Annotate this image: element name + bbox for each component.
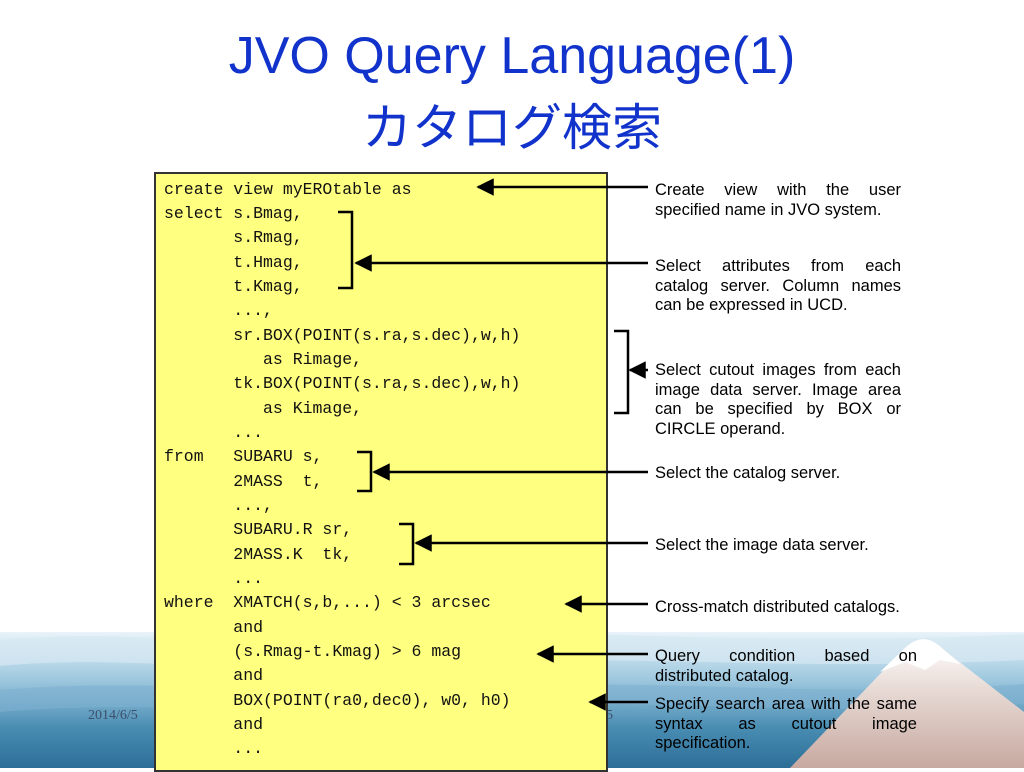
footer-date: 2014/6/5 — [88, 708, 138, 723]
code-line: ... — [164, 423, 264, 442]
code-line: ..., — [164, 301, 273, 320]
code-line: 2MASS t, — [164, 472, 323, 491]
bracket-catalog-server — [357, 450, 373, 493]
note-query-condition: Query condition based on distributed cat… — [655, 647, 917, 685]
code-line: from SUBARU s, — [164, 447, 323, 466]
code-line: (s.Rmag-t.Kmag) > 6 mag — [164, 642, 462, 661]
code-line: and — [164, 666, 264, 685]
note-image-server: Select the image data server. — [655, 536, 869, 554]
code-line: sr.BOX(POINT(s.ra,s.dec),w,h) — [164, 326, 521, 345]
footer-page-number: 5 — [606, 708, 613, 723]
code-line: and — [164, 618, 264, 637]
note-catalog-server: Select the catalog server. — [655, 464, 841, 482]
slide-subtitle: カタログ検索 — [362, 99, 662, 157]
note-cross-match: Cross-match distributed catalogs. — [655, 598, 900, 616]
code-line: as Kimage, — [164, 399, 363, 418]
note-search-area: Specify search area with the same syntax… — [655, 695, 917, 752]
code-line: ... — [164, 739, 264, 758]
mountain-shape — [790, 639, 1024, 768]
bracket-cutout — [614, 329, 630, 415]
note-create-view: Create view with the user specified name… — [655, 181, 901, 219]
code-line: as Rimage, — [164, 350, 363, 369]
code-line: t.Kmag, — [164, 277, 303, 296]
code-line: ... — [164, 569, 264, 588]
code-line: tk.BOX(POINT(s.ra,s.dec),w,h) — [164, 374, 521, 393]
note-select-cutout: Select cutout images from each image dat… — [655, 361, 901, 438]
code-line: 2MASS.K tk, — [164, 545, 353, 564]
code-line: where XMATCH(s,b,...) < 3 arcsec — [164, 593, 491, 612]
bracket-image-server — [399, 522, 415, 566]
code-line: BOX(POINT(ra0,dec0), w0, h0) — [164, 691, 511, 710]
bracket-attributes — [338, 210, 354, 290]
code-line: t.Hmag, — [164, 253, 303, 272]
code-line: and — [164, 715, 264, 734]
slide-title: JVO Query Language(1) — [228, 27, 796, 85]
code-line: select s.Bmag, — [164, 204, 303, 223]
code-line: ..., — [164, 496, 273, 515]
code-line: create view myEROtable as — [164, 180, 412, 199]
note-select-attributes: Select attributes from each catalog serv… — [655, 257, 901, 314]
code-line: SUBARU.R sr, — [164, 520, 353, 539]
code-line: s.Rmag, — [164, 228, 303, 247]
